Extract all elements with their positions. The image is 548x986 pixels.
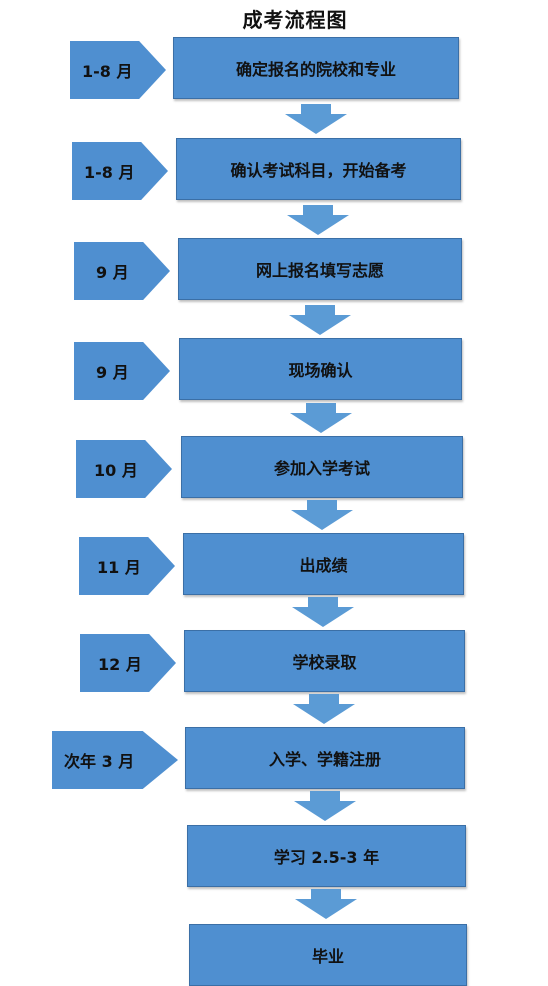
month-tag: 10 月 — [76, 440, 172, 498]
month-tag: 次年 3 月 — [52, 731, 178, 789]
flow-step: 12 月 学校录取 — [0, 630, 548, 696]
flow-step: 10 月 参加入学考试 — [0, 436, 548, 502]
page-title: 成考流程图 — [242, 8, 348, 32]
month-tag: 12 月 — [80, 634, 176, 692]
step-label: 入学、学籍注册 — [268, 750, 381, 769]
step-box: 网上报名填写志愿 — [178, 238, 462, 300]
month-label: 1-8 月 — [84, 163, 135, 182]
down-arrow-icon — [294, 791, 356, 821]
month-label: 次年 3 月 — [64, 752, 135, 771]
month-tag: 11 月 — [79, 537, 175, 595]
month-tag: 1-8 月 — [70, 41, 166, 99]
step-label: 学习 2.5-3 年 — [273, 848, 380, 867]
flow-step: 1-8 月 确定报名的院校和专业 — [0, 37, 548, 103]
down-arrow-icon — [295, 889, 357, 919]
month-label: 9 月 — [96, 263, 129, 282]
step-label: 毕业 — [311, 947, 344, 966]
step-box: 学习 2.5-3 年 — [187, 825, 466, 887]
down-arrow-icon — [292, 597, 354, 627]
step-label: 确认考试科目，开始备考 — [230, 161, 407, 180]
down-arrow-icon — [287, 205, 349, 235]
month-label: 11 月 — [97, 558, 141, 577]
step-box: 确认考试科目，开始备考 — [176, 138, 461, 200]
down-arrow-icon — [291, 500, 353, 530]
flow-step: 次年 3 月 入学、学籍注册 — [0, 727, 548, 793]
step-box: 入学、学籍注册 — [185, 727, 465, 789]
step-label: 网上报名填写志愿 — [255, 261, 384, 280]
month-tag: 1-8 月 — [72, 142, 168, 200]
flowchart: 1-8 月 确定报名的院校和专业 1-8 月 确认考试科目，开始备考 9 月 网… — [0, 37, 548, 986]
step-box: 毕业 — [189, 924, 467, 986]
month-tag: 9 月 — [74, 242, 170, 300]
flow-step: 1-8 月 确认考试科目，开始备考 — [0, 138, 548, 204]
month-label: 1-8 月 — [82, 62, 133, 81]
step-label: 参加入学考试 — [273, 459, 370, 478]
step-box: 现场确认 — [179, 338, 462, 400]
flow-step: 9 月 网上报名填写志愿 — [0, 238, 548, 304]
month-label: 10 月 — [94, 461, 138, 480]
down-arrow-icon — [285, 104, 347, 134]
step-label: 学校录取 — [292, 653, 357, 672]
month-label: 9 月 — [96, 363, 129, 382]
step-box: 确定报名的院校和专业 — [173, 37, 459, 99]
down-arrow-icon — [290, 403, 352, 433]
step-label: 现场确认 — [288, 361, 353, 380]
down-arrow-icon — [289, 305, 351, 335]
step-label: 出成绩 — [299, 556, 348, 575]
flow-step: 学习 2.5-3 年 — [0, 825, 548, 891]
step-box: 出成绩 — [183, 533, 464, 595]
month-tag: 9 月 — [74, 342, 170, 400]
down-arrow-icon — [293, 694, 355, 724]
month-label: 12 月 — [98, 655, 142, 674]
step-label: 确定报名的院校和专业 — [235, 60, 396, 79]
step-box: 学校录取 — [184, 630, 465, 692]
flow-step: 9 月 现场确认 — [0, 338, 548, 404]
step-box: 参加入学考试 — [181, 436, 463, 498]
flow-step: 11 月 出成绩 — [0, 533, 548, 599]
flow-step: 毕业 — [0, 924, 548, 986]
